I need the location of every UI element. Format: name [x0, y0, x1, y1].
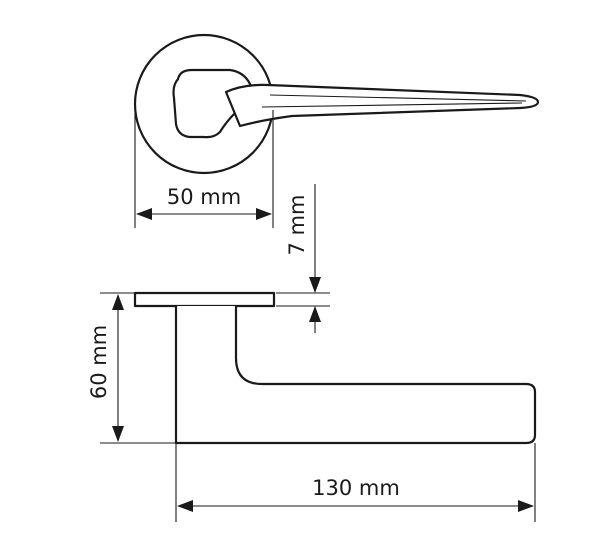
arrowhead-left: [177, 500, 193, 512]
label-handle-height: 60 mm: [87, 325, 111, 399]
arrowhead-down: [112, 426, 124, 442]
arrowhead-up: [309, 306, 321, 322]
lever-highlight-line: [269, 94, 527, 102]
arrowhead-up: [112, 294, 124, 310]
lever-highlight-line-lower: [261, 102, 523, 108]
dimension-handle-height: 60 mm: [87, 292, 176, 444]
label-handle-length: 130 mm: [312, 476, 400, 500]
dimension-handle-length: 130 mm: [175, 443, 536, 522]
side-view: [133, 291, 537, 445]
dimension-rosette-thickness: 7 mm: [276, 184, 330, 333]
arrowhead-left: [136, 208, 152, 220]
rosette-inner-recess: [172, 68, 254, 139]
arrowhead-right: [256, 208, 272, 220]
rosette-plate-side: [133, 291, 276, 308]
handle-body-side: [174, 306, 537, 445]
arrowhead-down: [309, 277, 321, 293]
dimension-rosette-diameter: 50 mm: [134, 110, 274, 228]
arrowhead-right: [518, 500, 534, 512]
label-rosette-diameter: 50 mm: [167, 185, 241, 209]
top-view: [133, 33, 540, 175]
label-rosette-thickness: 7 mm: [285, 195, 309, 256]
